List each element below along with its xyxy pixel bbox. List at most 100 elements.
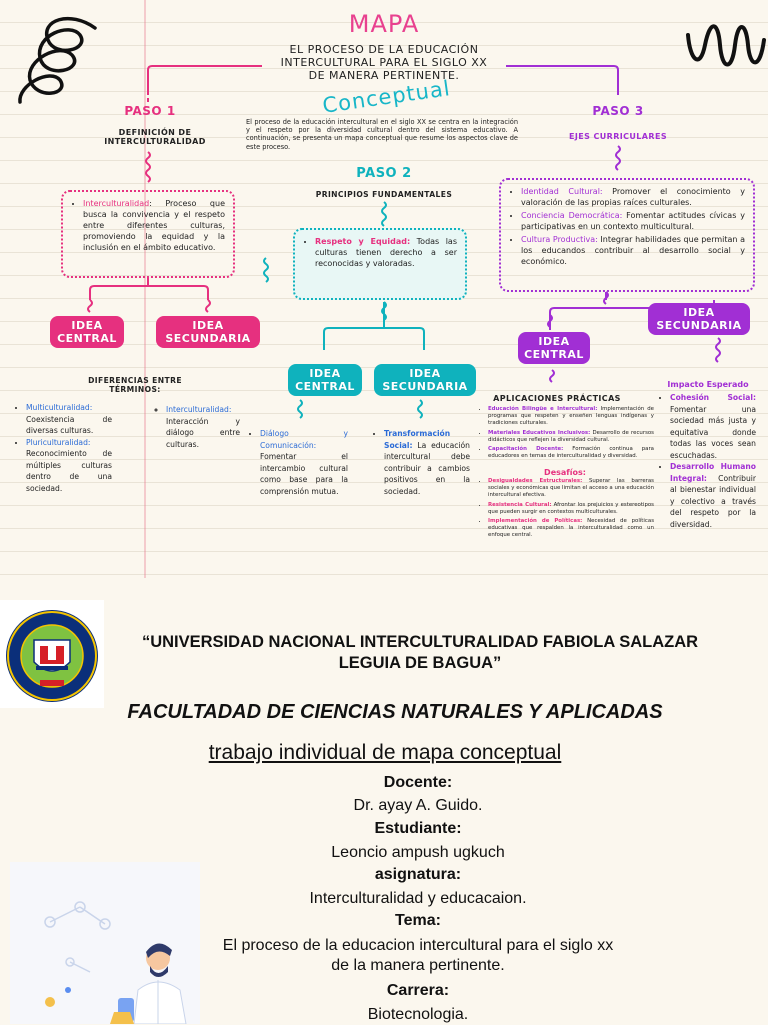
desafio-term: Resistencia Cultural:	[488, 501, 552, 508]
subtitle-line-2: INTERCULTURAL PARA EL SIGLO XX	[280, 56, 488, 69]
paso1-heading-line-2: INTERCULTURALIDAD	[104, 137, 206, 146]
multi-def: Coexistencia de diversas culturas.	[26, 414, 112, 436]
subtitle-line-1: EL PROCESO DE LA EDUCACIÓN	[289, 43, 479, 56]
estudiante-value: Leoncio ampush ugkuch	[331, 844, 505, 861]
map-connectors	[87, 65, 721, 419]
diferencias-heading: DIFERENCIAS ENTRE TÉRMINOS:	[60, 376, 210, 394]
desafio-term: Desigualdades Estructurales:	[488, 478, 583, 484]
app-def: Implementación de programas que respeten…	[488, 406, 654, 427]
interculturalidad-list: Interculturalidad: Interacción y diálogo…	[156, 404, 240, 450]
app-def: Desarrollo de recursos didácticos que re…	[488, 429, 654, 443]
paso2-label: PASO 2	[356, 166, 412, 181]
paso3-idea-central-pill: IDEA CENTRAL	[518, 332, 590, 364]
tema-value: El proceso de la educacion intercultural…	[196, 936, 640, 976]
university-name: “UNIVERSIDAD NACIONAL INTERCULTURALIDAD …	[104, 632, 736, 674]
paso1-idea-secundaria-pill: IDEA SECUNDARIA	[156, 316, 260, 348]
inter-term: Interculturalidad:	[166, 405, 232, 414]
paso2-idea-central-pill: IDEA CENTRAL	[288, 364, 362, 396]
eje-def: Integrar habilidades que permitan a los …	[521, 235, 745, 266]
pill-line: IDEA	[409, 367, 441, 380]
inter-def: Interacción y diálogo entre culturas.	[166, 416, 240, 449]
pill-line: CENTRAL	[524, 348, 584, 361]
cohesion-term: Cohesión Social:	[670, 393, 756, 402]
university-name-line-1: “UNIVERSIDAD NACIONAL INTERCULTURALIDAD …	[141, 633, 699, 651]
pluri-term: Pluriculturalidad:	[26, 437, 91, 447]
pill-line: CENTRAL	[57, 332, 117, 345]
dialogo-item: Diálogo y Comunicación: Fomentar el inte…	[250, 428, 348, 497]
pill-line: IDEA	[538, 335, 570, 348]
university-logo	[0, 600, 104, 708]
paso3-label: PASO 3	[592, 104, 644, 118]
tema-line-2: de la manera pertinente.	[331, 957, 505, 974]
pill-line: IDEA	[683, 306, 715, 319]
paso3-heading: EJES CURRICULARES	[569, 132, 667, 141]
intro-paragraph: El proceso de la educación intercultural…	[246, 118, 518, 151]
tema-label: Tema:	[395, 912, 441, 929]
docente-label: Docente:	[383, 774, 453, 791]
map-title: MAPA	[348, 10, 420, 38]
scientist-illustration	[10, 862, 200, 1024]
diferencias-list: Multiculturalidad: Coexistencia de diver…	[16, 402, 112, 494]
desafio-term: Implementación de Políticas:	[488, 518, 583, 525]
pill-line: SECUNDARIA	[656, 319, 742, 332]
paso2-idea-secundaria-pill: IDEA SECUNDARIA	[374, 364, 476, 396]
carrera-label: Carrera:	[386, 982, 450, 999]
map-subtitle: EL PROCESO DE LA EDUCACIÓN INTERCULTURAL…	[234, 43, 534, 82]
asignatura-value: Interculturalidad y educacaion.	[309, 890, 527, 907]
paso1-term: Interculturalidad	[83, 199, 150, 208]
impacto-heading: Impacto Esperado	[667, 380, 749, 389]
paso1-idea-central-pill: IDEA CENTRAL	[50, 316, 124, 348]
paso2-box: Respeto y Equidad: Todas las culturas ti…	[293, 228, 467, 300]
transformacion-def: La educación intercultural debe contribu…	[384, 440, 470, 496]
paso3-idea-secundaria-pill: IDEA SECUNDARIA	[648, 303, 750, 335]
pill-line: IDEA	[71, 319, 103, 332]
app-term: Educación Bilingüe e Intercultural:	[488, 406, 598, 412]
transformacion-item: Transformación Social: La educación inte…	[374, 428, 470, 497]
paso1-heading-line-1: DEFINICIÓN DE	[118, 128, 192, 137]
dialogo-def: Fomentar el intercambio cultural como ba…	[260, 452, 348, 496]
estudiante-label: Estudiante:	[374, 820, 462, 837]
multi-term: Multiculturalidad:	[26, 403, 93, 412]
carrera-value: Biotecnologia.	[367, 1006, 469, 1023]
diferencias-line-2: TÉRMINOS:	[109, 385, 161, 394]
subtitle-line-3: DE MANERA PERTINENTE.	[308, 69, 460, 82]
tema-line-1: El proceso de la educacion intercultural…	[222, 937, 614, 954]
app-def: Formación continua para educadores en te…	[488, 446, 654, 460]
asignatura-label: asignatura:	[374, 866, 462, 883]
desarrollo-term: Desarrollo Humano Integral:	[670, 462, 756, 483]
faculty-name: FACULTADAD DE CIENCIAS NATURALES Y APLIC…	[127, 701, 663, 723]
paso1-def: : Proceso que busca la convivencia y el …	[83, 199, 225, 252]
eje-term: Cultura Productiva:	[521, 235, 598, 244]
eje-term: Identidad Cultural:	[521, 187, 603, 196]
aplicaciones-heading: APLICACIONES PRÁCTICAS	[493, 394, 621, 403]
desafio-def: Superar las barreras sociales y económic…	[488, 478, 654, 499]
pluri-def: Reconocimiento de múltiples culturas den…	[26, 449, 112, 493]
pill-line: IDEA	[192, 319, 224, 332]
work-title: trabajo individual de mapa conceptual	[208, 741, 562, 764]
desafios-heading: Desafíos:	[544, 468, 586, 477]
paso3-box: Identidad Cultural: Promover el conocimi…	[499, 178, 755, 292]
impacto-list: Cohesión Social: Fomentar una sociedad m…	[660, 392, 756, 530]
paso1-heading: DEFINICIÓN DE INTERCULTURALIDAD	[80, 128, 230, 146]
desafio-def: Afrontar los prejuicios y estereotipos q…	[488, 501, 654, 515]
eje-term: Conciencia Democrática:	[521, 211, 623, 220]
app-term: Materiales Educativos Inclusivos:	[488, 429, 591, 436]
pill-line: SECUNDARIA	[382, 380, 468, 393]
paso1-label: PASO 1	[124, 104, 176, 118]
paso2-def: Todas las culturas tienen derecho a ser …	[315, 237, 457, 268]
eje-def: Fomentar actitudes cívicas y participati…	[521, 211, 745, 231]
app-term: Capacitación Docente:	[488, 446, 564, 453]
dialogo-term: Diálogo y Comunicación:	[260, 429, 348, 450]
paso1-definition-box: Interculturalidad: Proceso que busca la …	[61, 190, 235, 278]
docente-value: Dr. ayay A. Guido.	[353, 797, 483, 814]
pill-line: CENTRAL	[295, 380, 355, 393]
desafio-def: Necesidad de políticas educativas que re…	[488, 518, 654, 539]
desafios-list: Desigualdades Estructurales: Superar las…	[480, 478, 654, 542]
pill-line: SECUNDARIA	[165, 332, 251, 345]
paso2-heading: PRINCIPIOS FUNDAMENTALES	[315, 190, 453, 199]
university-name-line-2: LEGUIA DE BAGUA”	[338, 654, 502, 672]
pill-line: IDEA	[309, 367, 341, 380]
desarrollo-def: Contribuir al bienestar individual y col…	[670, 473, 756, 529]
eje-def: Promover el conocimiento y valoración de…	[521, 187, 745, 207]
transformacion-term: Transformación Social:	[384, 429, 451, 450]
